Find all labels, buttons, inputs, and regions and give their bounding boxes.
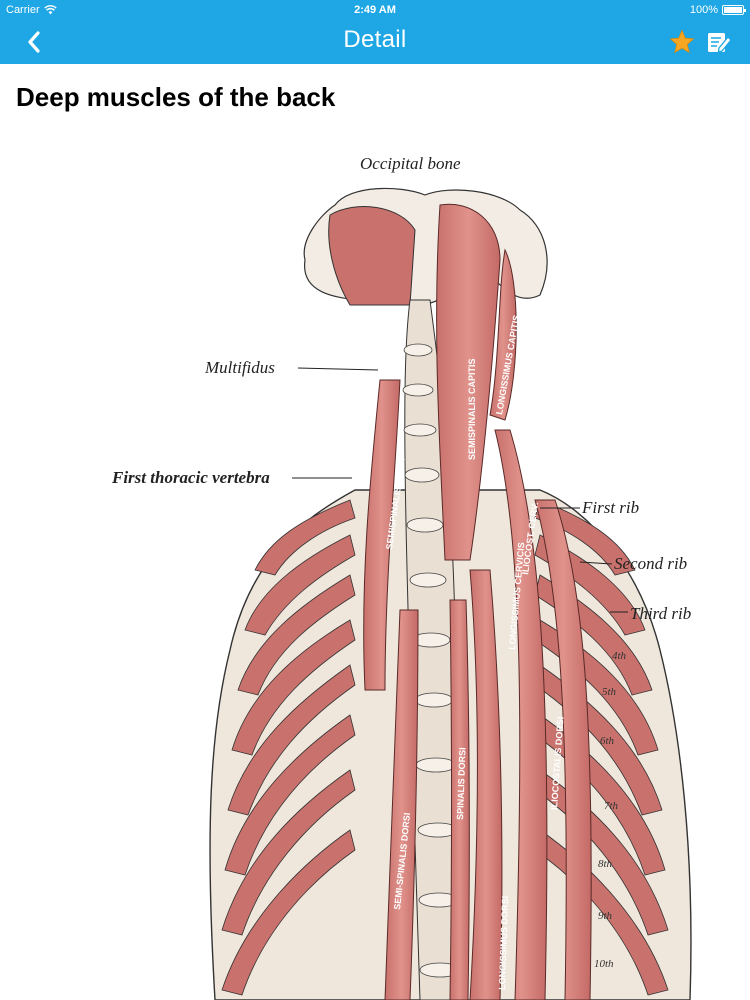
wifi-icon	[43, 5, 57, 15]
back-muscles-drawing: SEMISPINALIS CAPITIS LONGISSIMUS CAPITIS…	[209, 187, 692, 1000]
label-spinalis-dorsi: SPINALIS DORSI	[455, 747, 468, 820]
label-second-rib: Second rib	[614, 554, 688, 573]
status-bar: Carrier 2:49 AM 100%	[0, 0, 750, 20]
label-rib-10: 10th	[594, 958, 614, 970]
label-third-rib: Third rib	[630, 604, 692, 623]
label-longissimus-dorsi: LONGISSIMUS DORSI	[497, 896, 510, 990]
clock: 2:49 AM	[354, 4, 396, 16]
label-first-rib: First rib	[582, 498, 640, 517]
nav-bar: Detail	[0, 20, 750, 64]
back-button[interactable]	[20, 28, 48, 56]
article-title: Deep muscles of the back	[16, 82, 336, 112]
label-rib-7: 7th	[604, 800, 619, 812]
nav-title: Detail	[343, 26, 407, 53]
label-semispinalis-capitis: SEMISPINALIS CAPITIS	[467, 358, 477, 460]
label-rib-4: 4th	[612, 650, 627, 662]
favorite-button[interactable]	[668, 28, 696, 56]
label-rib-9: 9th	[598, 910, 613, 922]
long-muscles	[363, 203, 592, 1000]
label-rib-8: 8th	[598, 858, 613, 870]
label-occipital-bone: Occipital bone	[360, 154, 461, 173]
carrier-label: Carrier	[6, 4, 40, 16]
star-icon	[669, 29, 695, 54]
edit-note-icon	[708, 33, 732, 53]
chevron-left-icon	[28, 31, 40, 53]
navigation-header: Carrier 2:49 AM 100% Detail	[0, 0, 750, 64]
label-rib-5: 5th	[602, 686, 617, 698]
label-first-thoracic-vertebra: First thoracic vertebra	[112, 468, 270, 487]
battery-indicator: 100%	[689, 4, 746, 16]
label-multifidus: Multifidus	[205, 358, 275, 377]
edit-note-button[interactable]	[705, 28, 733, 56]
battery-icon	[722, 5, 746, 15]
battery-percent: 100%	[689, 4, 718, 16]
anatomy-illustration: SEMISPINALIS CAPITIS LONGISSIMUS CAPITIS…	[0, 130, 750, 1000]
label-rib-6: 6th	[600, 735, 615, 747]
leader-lines	[292, 367, 628, 613]
carrier-indicator: Carrier	[6, 4, 57, 16]
